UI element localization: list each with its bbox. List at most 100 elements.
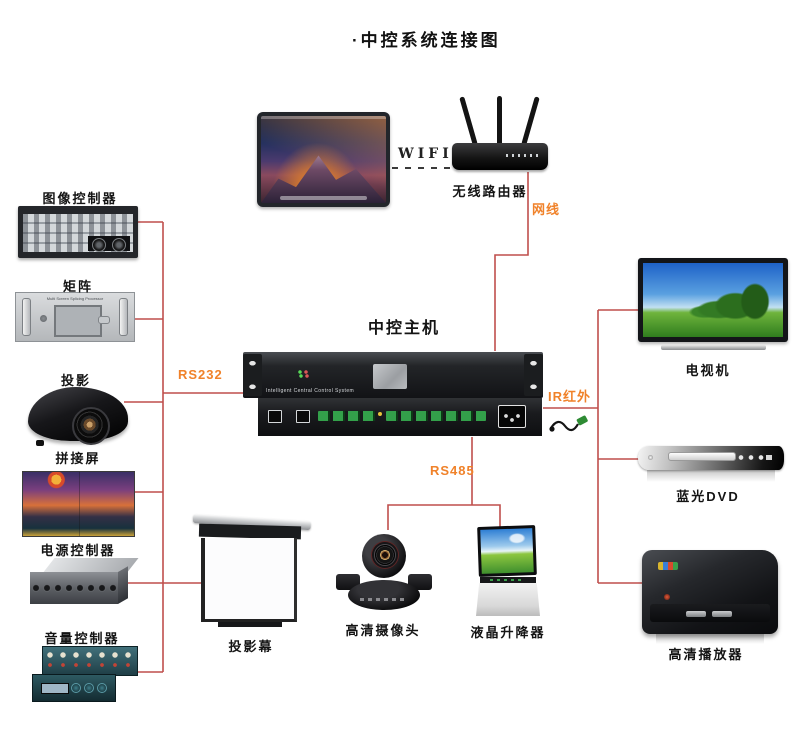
screen-casing [198, 523, 302, 540]
display-device [257, 112, 390, 207]
tv-device [638, 258, 788, 350]
matrix-button [98, 316, 110, 324]
lifter-monitor [477, 525, 537, 577]
wifi-label: WIFI [398, 146, 453, 162]
projector-label: 投影 [60, 373, 92, 388]
hd-player-device [642, 550, 778, 644]
display-wallpaper [261, 116, 386, 203]
title-text: 中控系统连接图 [360, 31, 501, 50]
projection-screen-device [192, 514, 312, 632]
display-dock [279, 196, 368, 200]
rs485-label: RS485 [430, 463, 475, 478]
volume-controller-label: 音量控制器 [44, 631, 120, 646]
screen-weight-bar [218, 622, 282, 627]
volume-knob [71, 683, 81, 693]
lan-port [296, 410, 310, 423]
hd-player-label: 高清播放器 [668, 647, 744, 662]
player-logo [658, 562, 678, 570]
power-socket [498, 405, 526, 428]
terminal-block-strip [318, 411, 376, 421]
volume-controller-front-unit [32, 674, 116, 702]
page-title: ·中控系统连接图 [352, 26, 501, 51]
host-leds [297, 370, 317, 378]
projector-foot [36, 440, 44, 446]
lifter-monitor-screen [480, 528, 534, 574]
router-antenna-icon [521, 96, 540, 146]
matrix-screen [54, 305, 102, 337]
tv-label: 电视机 [685, 363, 731, 378]
power-controller-device [30, 556, 139, 610]
matrix-device: Multi Screen Splicing Processor [15, 292, 135, 342]
title-prefix-dot: · [352, 31, 361, 50]
tv-stand [660, 345, 766, 350]
volume-controller-display [41, 683, 69, 694]
image-controller-ports [23, 214, 133, 252]
tv-screen [643, 263, 783, 337]
splice-screen-label: 拼接屏 [55, 451, 101, 466]
power-controller-label: 电源控制器 [40, 543, 116, 558]
splice-screen-seam [78, 472, 80, 536]
matrix-knob [40, 315, 47, 322]
rs232-label: RS232 [178, 367, 223, 382]
player-port [686, 611, 706, 617]
lcd-lifter-device [476, 525, 540, 616]
lifter-base-box [476, 583, 540, 616]
matrix-handle [22, 298, 31, 336]
dvd-power-button [648, 455, 653, 460]
image-controller-device [18, 206, 138, 258]
power-controller-front [30, 572, 118, 604]
camera-lens [374, 544, 396, 566]
matrix-handle [119, 298, 128, 336]
host-front-text: Intelligent Central Control System [266, 388, 355, 394]
rs485-lines [387, 437, 501, 530]
hd-camera-label: 高清摄像头 [345, 623, 421, 638]
lan-cable-label: 网线 [532, 202, 561, 217]
hd-camera-device [336, 534, 432, 610]
terminal-block-strip [386, 411, 486, 421]
lcd-lifter-label: 液晶升降器 [470, 625, 546, 640]
host-label: 中控主机 [367, 320, 441, 337]
router-antenna-icon [459, 96, 478, 146]
lifter-slot [480, 577, 536, 583]
camera-base [348, 580, 420, 610]
matrix-label: 矩阵 [62, 279, 94, 294]
camera-base-ports [360, 598, 408, 601]
bluray-dvd-label: 蓝光DVD [676, 489, 740, 504]
lan-port [268, 410, 282, 423]
host-front-panel: Intelligent Central Control System [243, 352, 543, 398]
host-sticker [373, 364, 407, 389]
player-port [712, 611, 732, 617]
bluray-dvd-device [638, 446, 784, 482]
image-controller-label: 图像控制器 [42, 191, 118, 206]
matrix-panel-text: Multi Screen Splicing Processor [46, 296, 104, 301]
projector-device [28, 387, 128, 446]
splice-screen-device [22, 471, 135, 537]
router-label: 无线路由器 [452, 184, 528, 199]
image-controller-fans [88, 236, 130, 252]
lan-cable-line [494, 172, 529, 351]
dvd-disc-tray [668, 452, 736, 461]
volume-knob [97, 683, 107, 693]
mountain-graphic [261, 155, 386, 203]
screen-sheet [201, 538, 297, 622]
projector-lens [72, 407, 110, 445]
dvd-buttons [738, 455, 772, 460]
ir-label: IR红外 [548, 389, 592, 404]
router-leds [506, 154, 540, 157]
volume-knob [84, 683, 94, 693]
rack-ear [243, 354, 262, 396]
router-device [452, 96, 548, 170]
volume-controller-device [32, 646, 138, 702]
host-back-panel [258, 398, 542, 436]
volume-controller-back-unit [42, 646, 138, 676]
projection-screen-label: 投影幕 [228, 639, 274, 654]
router-antenna-icon [497, 96, 502, 146]
power-controller-side-face [118, 566, 128, 604]
player-front-band [650, 604, 770, 622]
router-body [452, 143, 548, 170]
ir-emitter-cable-icon [549, 415, 588, 432]
indicator-led [378, 412, 382, 416]
display-menubar [261, 116, 386, 119]
